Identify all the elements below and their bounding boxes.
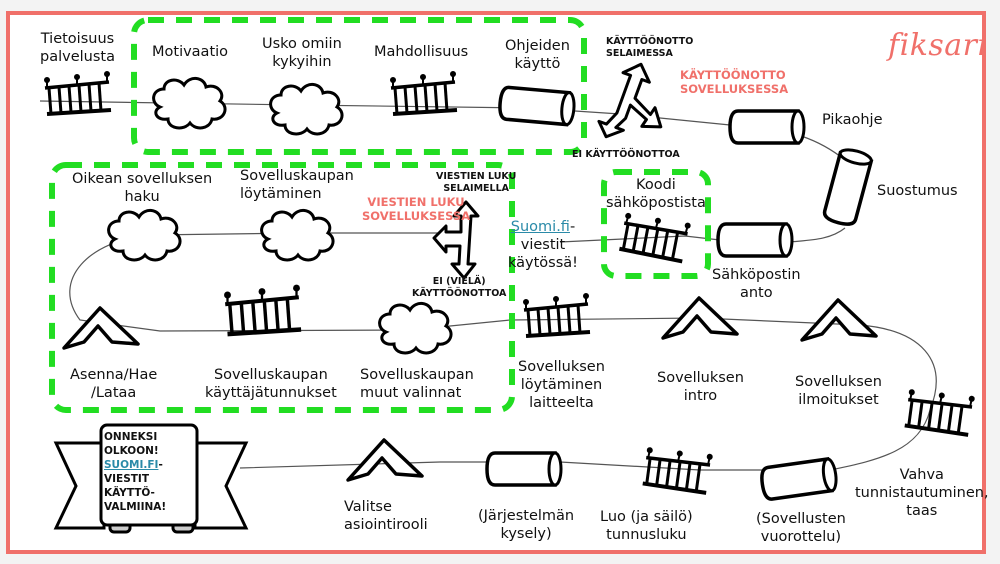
cloud-icon	[152, 76, 227, 130]
branch-label: EI KÄYTTÖÖNOTTOA	[572, 149, 680, 160]
congrats-banner-icon	[53, 423, 249, 534]
step-label: Luo (ja säilö)tunnusluku	[600, 509, 693, 543]
congrats-banner-text: ONNEKSI OLKOON! SUOMI.FI- VIESTIT KÄYTTÖ…	[104, 431, 167, 513]
cloud-icon	[260, 208, 335, 262]
cylinder-icon	[728, 109, 806, 145]
cloud-icon	[378, 301, 453, 355]
step-label: Asenna/Hae/Lataa	[70, 367, 158, 401]
suomi-fi-link[interactable]: SUOMI.FI	[104, 459, 159, 471]
fiksari-logo: fiksari	[888, 28, 988, 63]
group-box-code	[601, 169, 711, 279]
cylinder-icon	[497, 84, 578, 127]
tent-icon	[62, 306, 140, 350]
step-label: Mahdollisuus	[374, 44, 469, 60]
fence-icon	[42, 69, 113, 116]
step-label: Suostumus	[877, 183, 958, 199]
tent-icon	[800, 298, 878, 342]
tent-icon	[346, 438, 424, 482]
three-way-arrow-icon	[597, 62, 663, 139]
three-way-arrow-icon	[432, 200, 480, 280]
cylinder-icon	[758, 456, 840, 502]
cloud-icon	[107, 208, 182, 262]
step-label: Pikaohje	[822, 112, 883, 128]
cylinder-icon	[485, 451, 563, 487]
fence-icon	[388, 69, 459, 116]
fence-icon	[224, 285, 301, 334]
fence-icon	[899, 380, 979, 441]
suomi-fi-link[interactable]: Suomi.fi	[510, 219, 570, 235]
cylinder-icon	[716, 222, 794, 258]
group-box-motivation	[131, 17, 587, 155]
step-label: Motivaatio	[152, 44, 229, 60]
cylinder-icon	[820, 145, 875, 229]
branch-label: EI (VIELÄ)KÄYTTÖÖNOTTOA	[412, 276, 507, 299]
group-box-appstore	[49, 162, 515, 413]
fence-icon	[521, 291, 592, 338]
cloud-icon	[269, 82, 344, 136]
